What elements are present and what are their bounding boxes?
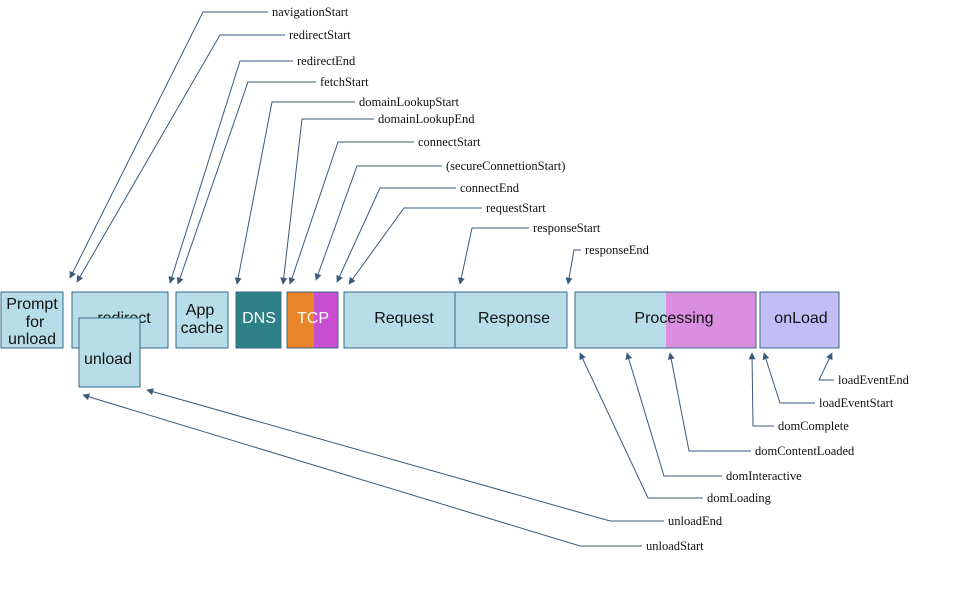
phase-response: Response	[454, 291, 568, 349]
label-domainLookupStart: domainLookupStart	[359, 95, 460, 109]
leader-unloadStart	[82, 393, 642, 547]
leader-domLoading	[579, 352, 703, 499]
leader-domainLookupEnd	[280, 118, 374, 285]
label-loadEventStart: loadEventStart	[819, 396, 894, 410]
app-cache-box	[175, 291, 229, 349]
leader-loadEventEnd	[818, 352, 834, 381]
response-box	[454, 291, 568, 349]
onload-label: onLoad	[774, 310, 827, 327]
leader-connectStart	[288, 141, 414, 285]
bottom-event-labels: loadEventEnd loadEventStart domComplete …	[646, 373, 910, 553]
app-cache-label-line1: App	[186, 302, 215, 319]
request-box	[343, 291, 456, 349]
leader-secureConnectionStart	[314, 165, 442, 281]
app-cache-label-line2: cache	[181, 320, 224, 337]
response-label: Response	[478, 310, 550, 327]
leader-domInteractive	[625, 352, 722, 477]
label-unloadStart: unloadStart	[646, 539, 704, 553]
label-redirectStart: redirectStart	[289, 28, 351, 42]
prompt-label-line3: unload	[8, 331, 56, 348]
label-unloadEnd: unloadEnd	[668, 514, 723, 528]
label-requestStart: requestStart	[486, 201, 546, 215]
tcp-box-connect	[287, 292, 314, 348]
tcp-label: TCP	[297, 310, 329, 327]
phase-tcp: TCP	[286, 291, 339, 349]
onload-box	[759, 291, 840, 349]
prompt-label-line2: for	[26, 314, 45, 331]
label-fetchStart: fetchStart	[320, 75, 369, 89]
unload-box	[78, 317, 141, 388]
processing-box-light	[575, 292, 666, 348]
label-domComplete: domComplete	[778, 419, 849, 433]
leader-domainLookupStart	[234, 101, 355, 285]
leader-responseEnd	[565, 249, 581, 285]
leader-requestStart	[348, 207, 482, 285]
unload-label: unload	[84, 351, 132, 368]
prompt-for-unload-box	[0, 291, 64, 349]
dns-box	[235, 291, 282, 349]
phase-dns: DNS	[235, 291, 282, 349]
label-loadEventEnd: loadEventEnd	[838, 373, 910, 387]
label-domainLookupEnd: domainLookupEnd	[378, 112, 475, 126]
leader-navigationStart	[69, 11, 268, 279]
label-secureConnectionStart: (secureConnettionStart)	[446, 159, 565, 173]
request-label: Request	[374, 310, 434, 327]
leader-responseStart	[457, 227, 529, 285]
label-redirectEnd: redirectEnd	[297, 54, 356, 68]
phase-unload: unload	[78, 317, 141, 388]
phase-prompt-for-unload: Prompt for unload	[0, 291, 64, 349]
leader-domComplete	[748, 352, 774, 427]
bottom-leader-lines	[82, 352, 834, 547]
tcp-box-secure	[314, 292, 338, 348]
leader-redirectEnd	[168, 60, 293, 284]
label-domContentLoaded: domContentLoaded	[755, 444, 855, 458]
phase-onload: onLoad	[759, 291, 840, 349]
leader-fetchStart	[176, 81, 316, 285]
leader-redirectStart	[76, 34, 285, 283]
label-responseStart: responseStart	[533, 221, 601, 235]
leader-connectEnd	[336, 187, 456, 283]
dns-label: DNS	[242, 310, 276, 327]
label-domLoading: domLoading	[707, 491, 772, 505]
label-responseEnd: responseEnd	[585, 243, 650, 257]
tcp-box-outline	[286, 291, 339, 349]
phase-request: Request	[343, 291, 456, 349]
processing-box-pink	[666, 292, 756, 348]
processing-label: Processing	[634, 310, 713, 327]
label-domInteractive: domInteractive	[726, 469, 802, 483]
phase-processing: Processing	[574, 291, 757, 349]
label-connectEnd: connectEnd	[460, 181, 520, 195]
top-leader-lines	[69, 11, 581, 285]
leader-loadEventStart	[762, 352, 815, 404]
prompt-label-line1: Prompt	[6, 296, 58, 313]
leader-domContentLoaded	[667, 352, 751, 452]
top-event-labels: navigationStart redirectStart redirectEn…	[272, 5, 650, 257]
processing-box-outline	[574, 291, 757, 349]
phase-app-cache: App cache	[175, 291, 229, 349]
label-connectStart: connectStart	[418, 135, 481, 149]
leader-unloadEnd	[146, 388, 664, 522]
label-navigationStart: navigationStart	[272, 5, 349, 19]
